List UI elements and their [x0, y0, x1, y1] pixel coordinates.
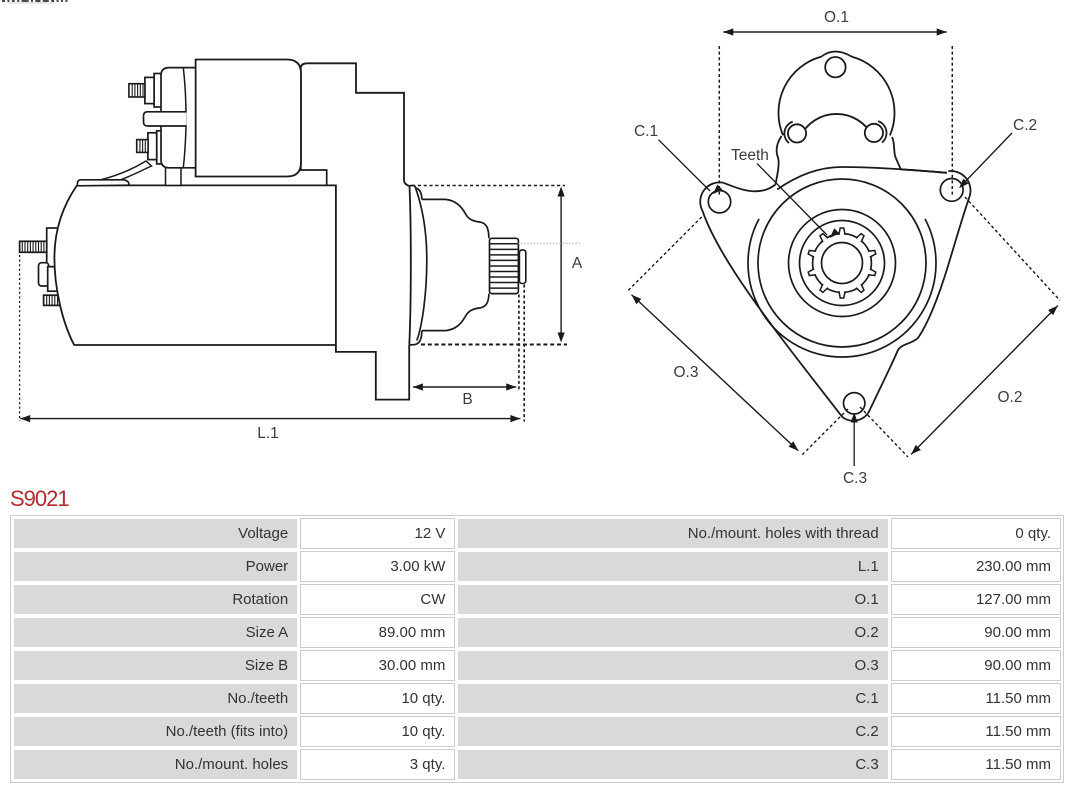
svg-text:A: A — [572, 255, 583, 272]
svg-text:C.1: C.1 — [634, 123, 658, 140]
svg-text:O.2: O.2 — [998, 389, 1023, 406]
svg-text:O.3: O.3 — [674, 364, 699, 381]
svg-text:O.1: O.1 — [824, 9, 849, 26]
svg-text:C.3: C.3 — [843, 470, 867, 487]
svg-text:C.2: C.2 — [1013, 117, 1037, 134]
svg-text:B: B — [462, 391, 472, 408]
svg-text:Teeth: Teeth — [731, 147, 769, 164]
svg-text:L.1: L.1 — [257, 425, 279, 442]
